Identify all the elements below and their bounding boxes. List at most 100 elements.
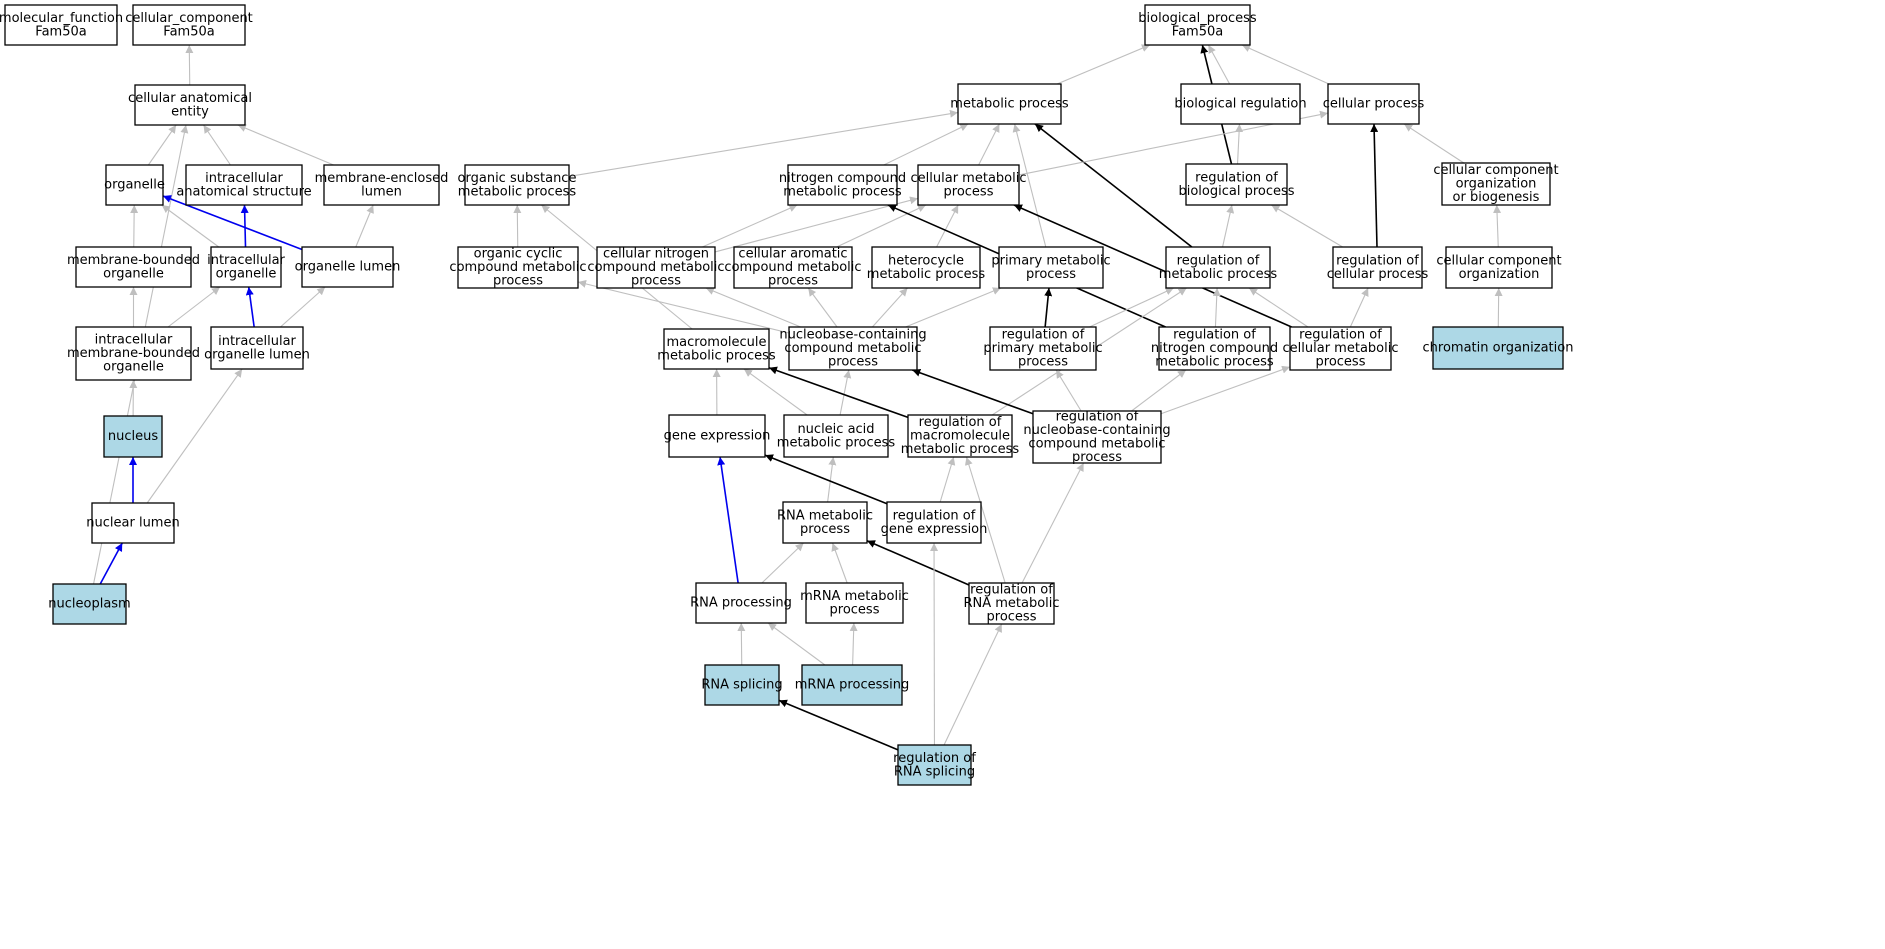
edge-pmp-metp: [1012, 123, 1047, 248]
go-term-label: biological regulation: [1174, 97, 1306, 112]
edge-rnbccmp-nbccmp: [912, 368, 1034, 415]
go-term-label: process: [800, 522, 850, 537]
go-term-box: [917, 164, 1020, 206]
go-term-box: [52, 583, 127, 625]
go-term-label: chromatin organization: [1423, 341, 1574, 356]
go-term-box: [1445, 246, 1553, 289]
go-term-box: [668, 414, 766, 458]
edge-nl-iol: [146, 368, 243, 504]
go-term-label: nucleic acid: [797, 422, 874, 437]
go-term-label: nucleobase-containing: [1023, 423, 1170, 438]
go-term-organelle[interactable]: organelle: [104, 164, 165, 206]
go-term-label: primary metabolic: [991, 253, 1110, 268]
edge-rnbccmp-rpmp: [1055, 369, 1082, 412]
go-term-label: RNA metabolic: [777, 508, 873, 523]
go-term-label: process: [944, 184, 994, 199]
edge-nbccmp-occmp: [577, 279, 790, 334]
go-term-mrnap[interactable]: mRNA processing: [795, 664, 910, 706]
edge-hmp-cmp: [936, 204, 959, 248]
go-term-label: Fam50a: [35, 24, 86, 39]
go-term-rnap[interactable]: RNA processing: [690, 582, 792, 624]
edge-iol-io: [245, 286, 255, 328]
edge-osmp-metp: [568, 109, 959, 177]
go-term-label: molecular_function: [0, 11, 123, 26]
go-term-metp[interactable]: metabolic process: [950, 83, 1069, 125]
go-term-nl[interactable]: nuclear lumen: [86, 502, 180, 544]
go-term-label: mRNA processing: [795, 678, 910, 693]
go-term-box: [301, 246, 394, 288]
go-term-label: organelle lumen: [295, 260, 401, 275]
go-term-nucleus[interactable]: nucleus: [103, 415, 163, 458]
edge-rmp-rbp: [1222, 204, 1235, 248]
edge-cp-bp: [1241, 44, 1330, 85]
go-term-label: process: [1018, 355, 1068, 370]
edge-namp-nbccmp: [839, 369, 852, 416]
edge-rbp-breg: [1235, 123, 1244, 165]
go-term-label: biological_process: [1138, 11, 1257, 26]
go-term-box: [210, 326, 304, 370]
go-term-rnbccmp[interactable]: regulation ofnucleobase-containingcompou…: [1023, 409, 1170, 465]
go-term-box: [663, 328, 770, 370]
edge-ol-mel: [355, 204, 374, 248]
go-term-ol[interactable]: organelle lumen: [295, 246, 401, 288]
go-term-box: [103, 415, 163, 458]
edge-rrnas-rrnamp: [943, 623, 1003, 746]
go-term-chrom[interactable]: chromatin organization: [1423, 326, 1574, 370]
go-term-box: [75, 326, 192, 381]
go-term-label: cellular metabolic: [911, 171, 1027, 186]
edge-ias-cae: [203, 124, 231, 166]
edge-breg-bp: [1207, 44, 1231, 85]
go-term-label: mRNA metabolic: [800, 589, 909, 604]
go-term-breg[interactable]: biological regulation: [1174, 83, 1307, 125]
edge-rpmp-rmp: [1089, 287, 1174, 328]
edge-mrnap-rnap: [767, 622, 826, 666]
go-term-ge[interactable]: gene expression: [664, 414, 771, 458]
go-term-rnas[interactable]: RNA splicing: [701, 664, 783, 706]
go-term-box: [134, 84, 246, 126]
go-term-box: [464, 164, 570, 206]
go-term-label: regulation of: [919, 415, 1002, 430]
edge-io-organelle: [161, 204, 220, 248]
go-term-box: [323, 164, 440, 206]
go-term-cp[interactable]: cellular process: [1323, 83, 1425, 125]
edge-rge-rmmp: [939, 456, 956, 503]
go-term-np[interactable]: nucleoplasm: [48, 583, 131, 625]
edge-rnbccmp-rcmp: [1160, 365, 1291, 415]
edge-rrnas-rnas: [778, 699, 899, 751]
